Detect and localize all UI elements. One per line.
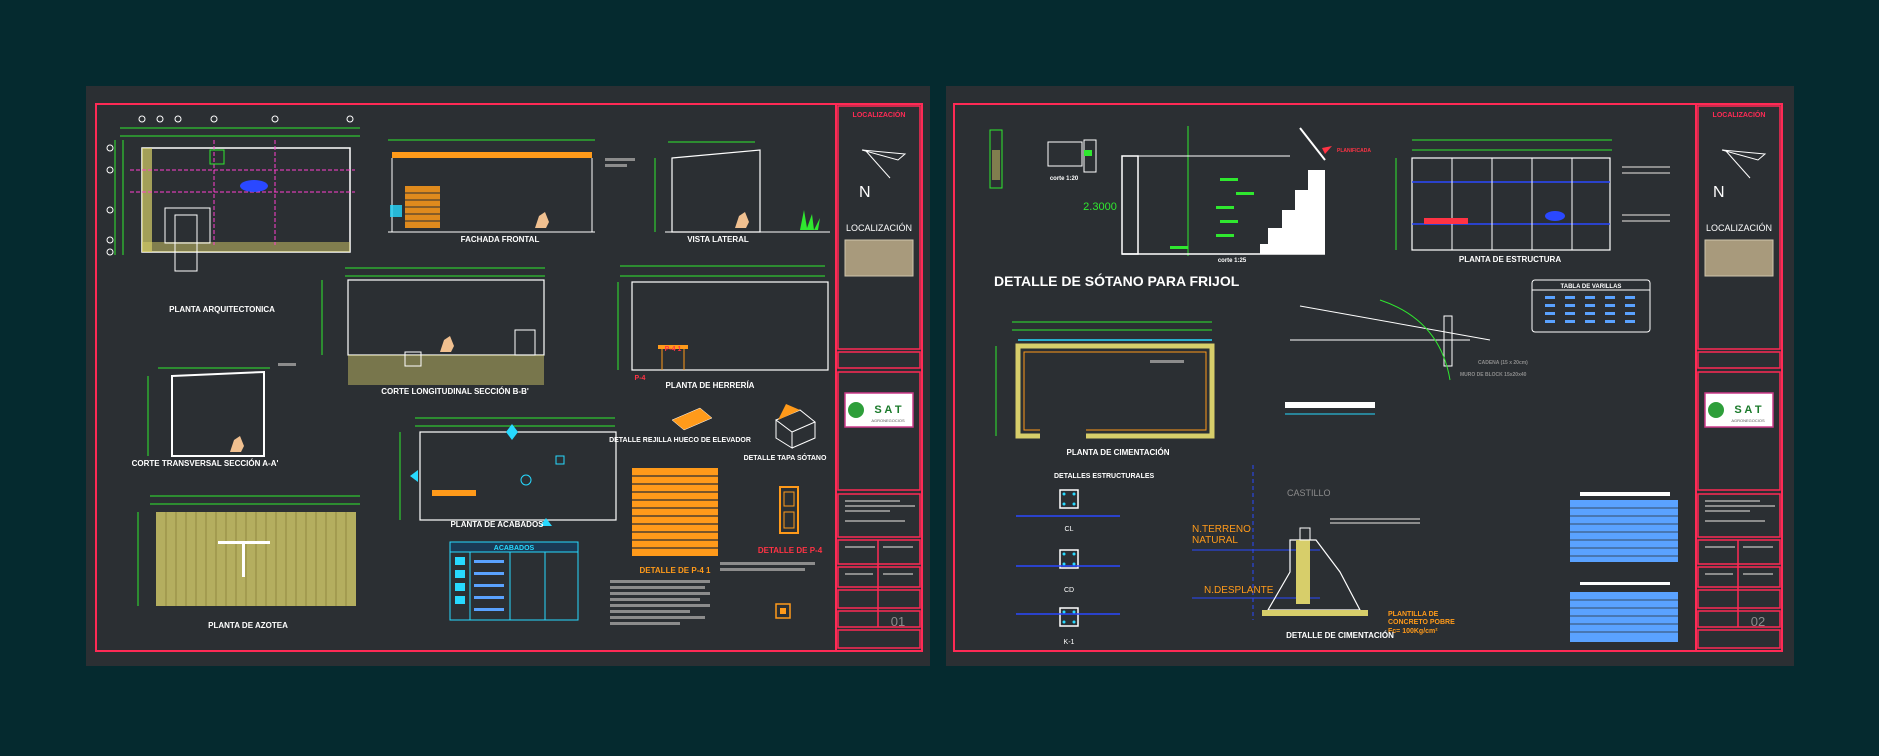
seccion-corte-drawing: [1121, 126, 1332, 256]
sheet-1-stamp-icon: [775, 603, 791, 619]
sheet-2-location-map-image: [1704, 239, 1774, 277]
sheet-2-logo: S A T AGRONEGOCIOS: [1704, 392, 1774, 428]
sheet-2-border: [953, 103, 1783, 652]
label-detalle-p41: DETALLE DE P-4 1: [640, 566, 712, 575]
acabados-table: [449, 541, 579, 621]
label-k1: K-1: [1064, 639, 1075, 646]
sheet-2-number: 02: [1751, 614, 1765, 629]
label-n-terreno: N.TERRENO: [1192, 524, 1251, 535]
label-detalle-rejilla: DETALLE REJILLA HUECO DE ELEVADOR: [609, 437, 751, 444]
label-muro-block: MURO DE BLOCK 15x20x40: [1460, 372, 1527, 378]
label-planta-estructura: PLANTA DE ESTRUCTURA: [1459, 255, 1561, 264]
vista-lateral-drawing: [654, 141, 830, 233]
planta-estructura-drawing: [1395, 139, 1670, 251]
sheet-2-north-label: N: [1713, 184, 1725, 201]
sheet-2-logo-subtext: AGRONEGOCIOS: [1731, 418, 1765, 423]
label-vista-lateral: VISTA LATERAL: [687, 235, 749, 244]
label-p4: P-4: [635, 375, 646, 382]
sheet-1-logo: S A T AGRONEGOCIOS: [844, 392, 914, 428]
sheet-1-localizacion-label: LOCALIZACIÓN: [846, 223, 912, 233]
fachada-frontal-drawing: [388, 139, 635, 233]
label-fc: Fc= 100Kg/cm²: [1388, 628, 1438, 635]
sheet-2-localizacion-label: LOCALIZACIÓN: [1706, 223, 1772, 233]
label-castillo: CASTILLO: [1287, 488, 1331, 498]
sheet-1-logo-subtext: AGRONEGOCIOS: [871, 418, 905, 423]
sheet-1-north-label: N: [859, 184, 871, 201]
detalle-p41-drawing: [632, 468, 718, 556]
label-corte-transversal: CORTE TRANSVERSAL SECCIÓN A-A': [132, 459, 279, 468]
label-fachada-frontal: FACHADA FRONTAL: [461, 235, 540, 244]
label-planta-azotea: PLANTA DE AZOTEA: [208, 621, 288, 630]
label-p41-small: P-4 1: [665, 346, 682, 353]
corte-transversal-drawing: [147, 363, 296, 457]
label-corte-1: corte 1:20: [1050, 176, 1079, 182]
detalle-p42-drawing: [779, 486, 799, 534]
planta-herreria-drawing: [617, 265, 829, 371]
label-corte-longitudinal: CORTE LONGITUDINAL SECCIÓN B-B': [381, 387, 529, 396]
label-planta-cimentacion: PLANTA DE CIMENTACIÓN: [1067, 448, 1170, 457]
label-main-title: DETALLE DE SÓTANO PARA FRIJOL: [994, 272, 1240, 289]
sheet-1-location-map-image: [844, 239, 914, 277]
label-cadena: CADENA (15 x 20cm): [1478, 360, 1528, 366]
sheet-1-border: [95, 103, 923, 652]
sheet-2-title-block: [1697, 105, 1781, 649]
detalle-cimentacion-drawing: [1192, 465, 1420, 620]
north-arrow-icon: [861, 149, 907, 179]
label-planta-acabados: PLANTA DE ACABADOS: [450, 520, 544, 529]
label-detalle-tapa: DETALLE TAPA SÓTANO: [744, 453, 827, 462]
label-acabados: ACABADOS: [494, 545, 535, 552]
corte-longitudinal-drawing: [321, 267, 545, 385]
label-concreto-pobre: CONCRETO POBRE: [1388, 619, 1455, 626]
label-corte-2: corte 1:25: [1218, 258, 1247, 264]
sheet-2-title-block-notes: [1705, 500, 1775, 575]
sheet-2: [946, 86, 1794, 666]
label-cl: CL: [1065, 526, 1074, 533]
label-n-desplante: N.DESPLANTE: [1204, 585, 1274, 596]
planta-cimentacion-drawing: [995, 321, 1215, 440]
planta-acabados-drawing: [399, 417, 617, 526]
planta-azotea-drawing: [137, 495, 360, 606]
muro-detalle-drawing: [1285, 299, 1491, 415]
sheet-2-notes-block: [1570, 492, 1678, 642]
planta-arquitectonica-drawing: [106, 115, 360, 272]
label-detalle-p42: DETALLE DE P-4: [758, 546, 823, 555]
sheet-2-logo-text: S A T: [1734, 404, 1762, 416]
label-planta-herreria: PLANTA DE HERRERÍA: [666, 381, 755, 390]
label-planta-arquitectonica: PLANTA ARQUITECTONICA: [169, 305, 275, 314]
sheet-2-localizacion-header: LOCALIZACIÓN: [1713, 110, 1766, 119]
tabla-varillas: [1531, 279, 1651, 333]
castillos-drawing: [1016, 489, 1120, 627]
label-plantilla: PLANTILLA DE: [1388, 611, 1439, 618]
sheet-1-localizacion-header: LOCALIZACIÓN: [853, 110, 906, 119]
label-detalles-estructurales: DETALLES ESTRUCTURALES: [1054, 473, 1155, 480]
sheet-1-notes-block: [610, 562, 815, 625]
detalle-tapa-drawing: [775, 404, 816, 449]
corte-detail-small: [989, 129, 1097, 189]
label-dimension: 2.3000: [1083, 201, 1117, 213]
detalle-rejilla-drawing: [671, 407, 713, 431]
label-tabla-varillas: TABLA DE VARILLAS: [1561, 284, 1622, 290]
north-arrow-icon: [1721, 149, 1767, 179]
sheet-1-title-block: [837, 105, 921, 649]
label-natural: NATURAL: [1192, 535, 1238, 546]
label-cd: CD: [1064, 587, 1074, 594]
sheet-1-number: 01: [891, 614, 905, 629]
sheet-1-title-block-notes: [845, 500, 915, 575]
sheet-1-logo-text: S A T: [874, 404, 902, 416]
label-detalle-cimentacion: DETALLE DE CIMENTACIÓN: [1286, 631, 1394, 640]
label-planificada: PLANIFICADA: [1337, 148, 1371, 154]
